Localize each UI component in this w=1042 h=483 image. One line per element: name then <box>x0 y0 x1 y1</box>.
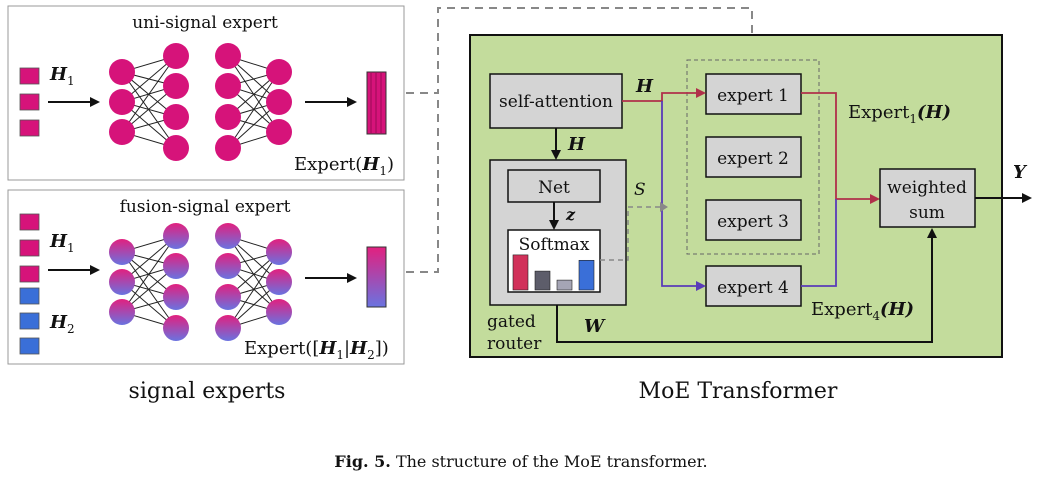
uni-output-bar <box>366 71 387 135</box>
expert-2-box <box>705 136 802 178</box>
figure-caption-text: The structure of the MoE transformer. <box>395 452 708 471</box>
z-label: z <box>565 205 576 224</box>
S-label: S <box>634 180 646 200</box>
network-node <box>266 119 292 145</box>
network-node <box>215 135 241 161</box>
network-edge <box>227 71 280 149</box>
network-node <box>266 269 292 295</box>
S-dashed-arrow <box>600 206 664 261</box>
net-box <box>507 169 601 203</box>
expert-3-label: expert 3 <box>717 212 789 232</box>
self-attention-label: self-attention <box>499 92 613 112</box>
network-node <box>163 253 189 279</box>
weighted-sum-label-1: weighted <box>887 178 967 198</box>
network-node <box>266 89 292 115</box>
network-node <box>163 315 189 341</box>
uni-output-bar-stripes <box>370 73 382 133</box>
network-node <box>163 43 189 69</box>
network-node <box>109 239 135 265</box>
network-node <box>109 269 135 295</box>
gated-router-label-1: gated <box>487 312 536 332</box>
expert-3-box <box>705 199 802 241</box>
network-node <box>215 253 241 279</box>
expert1-to-sum-line <box>801 92 880 204</box>
expert4-to-sum-line <box>801 199 837 287</box>
network-node <box>215 43 241 69</box>
weighted-sum-label-2: sum <box>909 203 945 223</box>
expert-4-box <box>705 265 802 307</box>
W-line <box>556 228 937 343</box>
expert1-output-label: Expert1(H) <box>848 102 951 126</box>
signal-experts-label: signal experts <box>129 379 286 404</box>
H-down-label: H <box>567 134 586 155</box>
net-label: Net <box>538 178 570 198</box>
H-to-expert4-line <box>661 101 706 291</box>
gated-router-label-2: router <box>487 334 542 354</box>
softmax-bar <box>512 254 529 291</box>
uni-signal-title: uni-signal expert <box>132 13 278 33</box>
uni-input-squares <box>19 67 40 137</box>
network-node <box>266 59 292 85</box>
network-node <box>109 89 135 115</box>
network-node <box>215 73 241 99</box>
softmax-bar <box>534 270 551 291</box>
network-node <box>215 284 241 310</box>
moe-transformer-label: MoE Transformer <box>639 379 838 404</box>
fusion-output-bar <box>366 246 387 308</box>
expert-1-box <box>705 73 802 115</box>
network-node <box>163 284 189 310</box>
uni-output-label: Expert(H1) <box>294 154 394 178</box>
self-attention-box <box>489 73 623 129</box>
softmax-bars <box>512 254 595 291</box>
expert-1-label: expert 1 <box>717 86 789 106</box>
network-node <box>109 299 135 325</box>
fusion-input-label-1: H1 <box>49 231 75 255</box>
weighted-sum-box <box>879 168 976 228</box>
fusion-input-squares <box>19 213 40 355</box>
uni-signal-panel <box>7 5 405 181</box>
Y-label: Y <box>1013 162 1028 183</box>
network-edge <box>121 235 177 313</box>
dashed-connector <box>406 7 753 273</box>
network-edge <box>121 55 177 133</box>
softmax-label: Softmax <box>519 235 590 255</box>
fusion-input-label-2: H2 <box>49 312 75 336</box>
figure-number: Fig. 5. <box>334 452 391 471</box>
softmax-bar <box>578 259 595 291</box>
network-node <box>163 223 189 249</box>
fusion-neural-network <box>109 223 292 341</box>
network-node <box>163 73 189 99</box>
fusion-signal-title: fusion-signal expert <box>120 197 291 217</box>
expert-4-label: expert 4 <box>717 278 789 298</box>
expert4-output-label: Expert4(H) <box>811 299 914 323</box>
H-to-expert1-line <box>622 88 706 102</box>
network-node <box>163 135 189 161</box>
figure-caption: Fig. 5. The structure of the MoE transfo… <box>0 452 1042 471</box>
network-node <box>163 104 189 130</box>
network-node <box>109 119 135 145</box>
network-edge <box>227 251 280 329</box>
H-top-label: H <box>635 76 654 97</box>
network-node <box>109 59 135 85</box>
network-node <box>266 239 292 265</box>
uni-input-label: H1 <box>49 64 75 88</box>
network-node <box>215 104 241 130</box>
network-node <box>266 299 292 325</box>
uni-neural-network <box>109 43 292 161</box>
expert-2-label: expert 2 <box>717 149 789 169</box>
S-dashed-arrowhead <box>660 202 668 212</box>
network-node <box>215 223 241 249</box>
network-node <box>215 315 241 341</box>
W-label: W <box>584 316 606 337</box>
softmax-bar <box>556 279 573 291</box>
expert-group-dashed <box>686 59 820 255</box>
fusion-output-label: Expert([H1|H2]) <box>244 338 389 362</box>
